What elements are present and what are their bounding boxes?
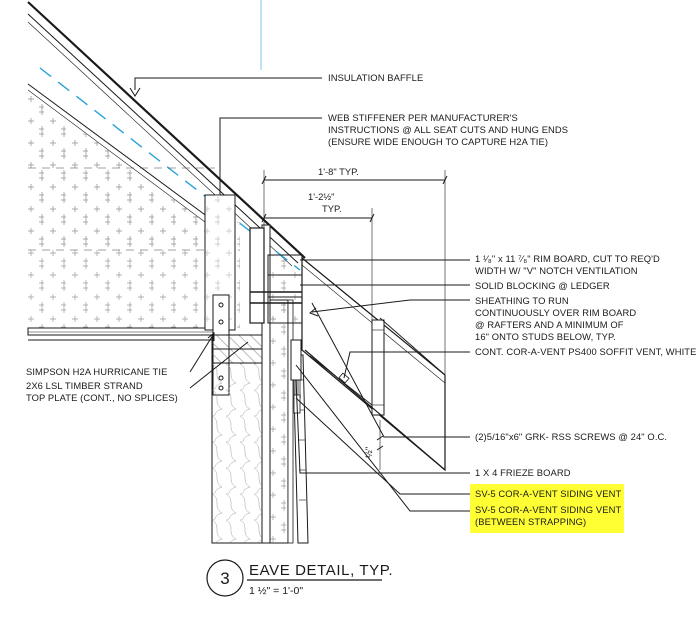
ceiling-insulation [28,90,240,328]
label-sheathing-4: 16" ONTO STUDS BELOW, TYP. [475,331,616,342]
dimensions: ½" 1'-8" TYP. 1'-2½" TYP. [261,166,448,470]
dim-inner: 1'-2½" [308,191,335,202]
label-top-plate-1: 2X6 LSL TIMBER STRAND [26,380,143,391]
label-rim-board-2: WIDTH W/ "V" NOTCH VENTILATION [475,265,638,276]
detail-title: EAVE DETAIL, TYP. [249,562,393,579]
label-hurricane-tie: SIMPSON H2A HURRICANE TIE [26,366,167,377]
label-sheathing-1: SHEATHING TO RUN [475,295,569,306]
label-siding-vent-strap-2: (BETWEEN STRAPPING) [475,516,586,527]
label-web-stiffener-3: (ENSURE WIDE ENOUGH TO CAPTURE H2A TIE) [328,136,548,147]
detail-scale: 1 ½" = 1'-0" [249,585,303,597]
frieze-board [290,339,302,381]
dim-half-inch: ½" [363,447,374,458]
ceiling-framing [27,327,215,341]
label-siding-vent-strap-1: SV-5 COR-A-VENT SIDING VENT [475,504,621,515]
dim-inner-typ: TYP. [322,203,342,214]
label-rim-board-1: 1 ¹⁄₈" x 11 ⁷⁄₈" RIM BOARD, CUT TO REQ'D [475,253,660,264]
detail-number: 3 [220,569,229,588]
highlight-box [470,484,624,533]
dim-overall: 1'-8" TYP. [318,166,359,177]
detail-number-circle [206,559,244,597]
labels: INSULATION BAFFLE WEB STIFFENER PER MANU… [26,72,697,533]
eave-outrigger [301,256,446,472]
label-sheathing-3: @ RAFTERS AND A MINIMUM OF [475,319,624,330]
insulation-baffle-line [39,67,301,271]
roof-assembly [27,1,306,271]
label-solid-blocking: SOLID BLOCKING @ LEDGER [475,280,610,291]
label-web-stiffener-1: WEB STIFFENER PER MANUFACTURER'S [328,112,518,123]
leaders [129,77,470,512]
label-web-stiffener-2: INSTRUCTIONS @ ALL SEAT CUTS AND HUNG EN… [328,124,568,135]
label-top-plate-2: TOP PLATE (CONT., NO SPLICES) [26,392,178,403]
label-siding-vent: SV-5 COR-A-VENT SIDING VENT [475,488,621,499]
label-soffit-vent: CONT. COR-A-VENT PS400 SOFFIT VENT, WHIT… [475,346,697,357]
label-screws: (2)5/16"x6" GRK- RSS SCREWS @ 24" O.C. [475,431,667,442]
title-block: 3 EAVE DETAIL, TYP. 1 ½" = 1'-0" [206,559,393,597]
label-sheathing-2: CONTINUOUSLY OVER RIM BOARD [475,307,636,318]
top-plate [211,334,265,364]
rim-board [249,227,312,324]
label-frieze-board: 1 X 4 FRIEZE BOARD [475,467,571,478]
label-insulation-baffle: INSULATION BAFFLE [328,72,423,83]
